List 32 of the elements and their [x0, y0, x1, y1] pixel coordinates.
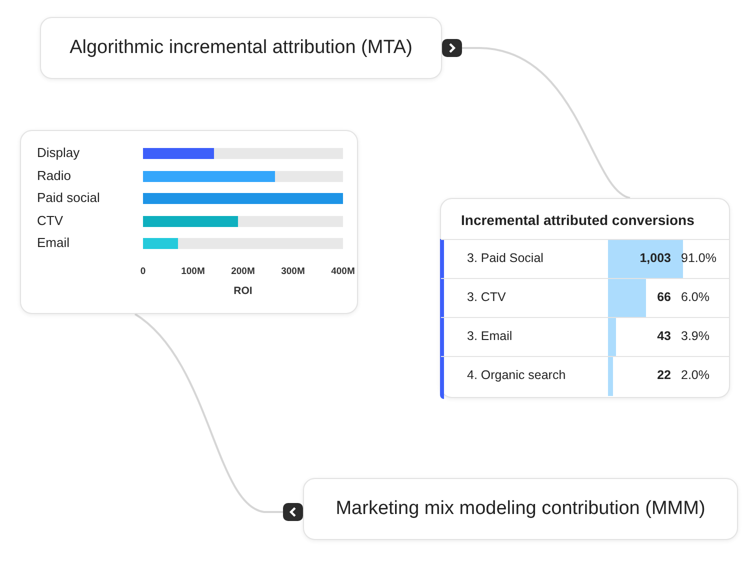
tick-label: 0 — [139, 266, 147, 277]
table-card — [440, 198, 730, 398]
category-label: Email — [37, 235, 70, 250]
title-box — [40, 17, 442, 79]
tick-label: 400M — [330, 266, 356, 277]
tick-label: 200M — [230, 266, 256, 277]
connector-line — [134, 313, 304, 522]
count-value: 1,003 — [638, 251, 671, 265]
table-title: Incremental attributed conversions — [461, 212, 694, 228]
count-value: 43 — [656, 329, 671, 343]
row-label: 4. Organic search — [467, 368, 566, 382]
percent-value: 3.9% — [681, 329, 710, 343]
connector-line — [440, 38, 630, 199]
title-box — [303, 478, 738, 540]
category-label: CTV — [37, 212, 63, 228]
row-label: 3. Paid Social — [467, 251, 544, 265]
category-label: Radio — [37, 168, 71, 182]
row-label: 3. Email — [467, 329, 512, 343]
chart-card — [20, 130, 358, 314]
axis-title: ROI — [232, 285, 254, 297]
category-label: Display — [37, 145, 80, 160]
count-value: 66 — [656, 290, 671, 304]
row-label: 3. CTV — [467, 290, 506, 304]
tick-label: 100M — [180, 266, 206, 277]
percent-value: 91.0% — [681, 251, 716, 265]
tick-label: 300M — [280, 266, 306, 277]
box-title: Algorithmic incremental attribution (MTA) — [70, 37, 412, 59]
count-value: 22 — [656, 368, 671, 382]
box-title: Marketing mix modeling contribution (MMM) — [336, 498, 706, 520]
category-label: Paid social — [37, 190, 100, 205]
percent-value: 6.0% — [681, 290, 710, 304]
percent-value: 2.0% — [681, 368, 710, 382]
